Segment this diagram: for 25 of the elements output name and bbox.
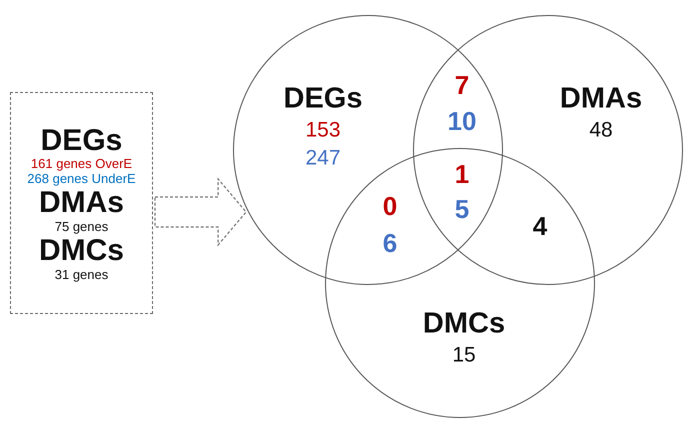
gene-count: 75 genes [54,220,108,234]
gene-count: 247 [305,148,341,168]
summary-box [10,92,153,314]
overlap-count: 5 [454,196,470,222]
set-title: DMAs [560,84,642,114]
overlap-count: 0 [382,193,398,219]
overlap-count: 7 [454,72,470,98]
set-title: DEGs [40,124,122,158]
set-circle [233,15,503,285]
gene-count: 31 genes [54,268,108,282]
gene-count: 153 [305,120,341,140]
gene-count: 48 [589,120,613,140]
overlap-count: 4 [532,213,548,239]
gene-count: 161 genes OverE [30,157,132,172]
overlap-count: 10 [448,108,476,134]
set-title: DEGs [284,84,362,114]
gene-count: 268 genes UnderE [27,172,136,186]
block-arrow [154,177,247,247]
set-circle [413,15,683,285]
overlap-count: 1 [454,161,470,187]
overlap-count: 6 [382,230,398,256]
gene-count: 15 [452,344,476,366]
set-title: DMCs [422,310,506,338]
set-title: DMAs [38,186,124,220]
set-title: DMCs [38,234,124,268]
